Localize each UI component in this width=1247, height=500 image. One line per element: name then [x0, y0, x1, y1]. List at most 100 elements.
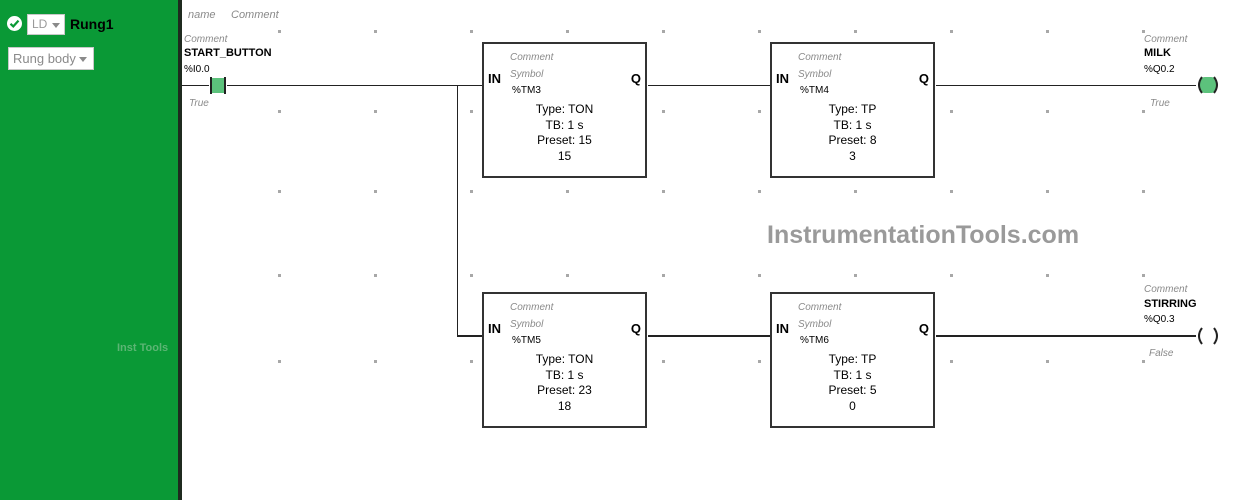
wire-tm6-to-stirring [936, 335, 1196, 337]
block-comment: Comment [798, 52, 842, 63]
rung-title[interactable]: Rung1 [70, 16, 114, 32]
normally-open-contact[interactable] [209, 77, 227, 94]
grid-dot [374, 190, 377, 193]
block-timebase: TB: 1 s [833, 367, 872, 382]
block-timebase: TB: 1 s [833, 117, 872, 132]
grid-dot [374, 360, 377, 363]
block-timebase: TB: 1 s [545, 367, 584, 382]
grid-dot [758, 190, 761, 193]
grid-dot [278, 190, 281, 193]
grid-dot [470, 110, 473, 113]
side-watermark: Inst Tools [117, 342, 169, 354]
coil-milk-address: %Q0.2 [1144, 64, 1175, 75]
grid-dot [662, 190, 665, 193]
block-current-value: 3 [849, 148, 856, 163]
grid-dot [1142, 190, 1145, 193]
block-symbol: Symbol [510, 319, 544, 330]
grid-dot [566, 30, 569, 33]
block-address: %TM6 [800, 335, 829, 346]
block-timebase: TB: 1 s [545, 117, 584, 132]
wire-branch-to-tm5 [457, 335, 483, 337]
left-power-rail [178, 0, 182, 500]
rung-sidebar: LD Rung1 Rung body Inst Tools [0, 0, 178, 500]
block-comment: Comment [510, 302, 554, 313]
grid-dot [470, 274, 473, 277]
output-coil-milk[interactable] [1194, 75, 1222, 95]
language-value: LD [32, 17, 48, 31]
block-symbol: Symbol [798, 319, 832, 330]
check-circle-icon [7, 16, 22, 31]
block-params: Type: TON TB: 1 s Preset: 23 18 [484, 352, 645, 414]
block-type: Type: TON [535, 102, 594, 116]
grid-dot [758, 30, 761, 33]
timer-block-tm3[interactable]: Comment IN Symbol Q %TM3 Type: TON TB: 1… [482, 42, 647, 178]
watermark: InstrumentationTools.com [767, 221, 1080, 249]
block-output-pin: Q [630, 71, 641, 86]
block-input-pin: IN [488, 321, 501, 336]
block-current-value: 18 [557, 398, 572, 413]
block-output-pin: Q [918, 321, 929, 336]
timer-block-tm5[interactable]: Comment IN Symbol Q %TM5 Type: TON TB: 1… [482, 292, 647, 428]
block-params: Type: TP TB: 1 s Preset: 5 0 [772, 352, 933, 414]
block-address: %TM5 [512, 335, 541, 346]
block-current-value: 15 [557, 148, 572, 163]
grid-dot [950, 30, 953, 33]
coil-stirring-state: False [1149, 348, 1174, 359]
grid-dot [662, 110, 665, 113]
coil-milk-comment: Comment [1144, 34, 1188, 45]
contact-symbol: START_BUTTON [184, 47, 272, 59]
grid-dot [566, 274, 569, 277]
column-header-comment: Comment [231, 9, 279, 21]
grid-dot [854, 30, 857, 33]
coil-stirring-address: %Q0.3 [1144, 314, 1175, 325]
coil-stirring-symbol: STIRRING [1144, 298, 1197, 310]
block-comment: Comment [510, 52, 554, 63]
block-input-pin: IN [776, 71, 789, 86]
block-input-pin: IN [776, 321, 789, 336]
grid-dot [566, 190, 569, 193]
rung-body-dropdown[interactable]: Rung body [8, 47, 94, 70]
block-type: Type: TP [828, 352, 877, 366]
block-address: %TM4 [800, 85, 829, 96]
wire-tm5-to-tm6 [648, 335, 771, 337]
column-header-name: name [188, 9, 216, 21]
wire-branch-vertical [457, 85, 458, 336]
grid-dot [758, 360, 761, 363]
block-preset: Preset: 5 [828, 383, 877, 397]
wire-tm4-to-milk [936, 85, 1196, 86]
block-preset: Preset: 23 [537, 383, 592, 397]
grid-dot [1142, 110, 1145, 113]
block-current-value: 0 [849, 398, 856, 413]
block-output-pin: Q [918, 71, 929, 86]
block-preset: Preset: 8 [828, 133, 877, 147]
block-params: Type: TP TB: 1 s Preset: 8 3 [772, 102, 933, 164]
grid-dot [1142, 360, 1145, 363]
output-coil-stirring[interactable] [1194, 326, 1222, 346]
grid-dot [470, 360, 473, 363]
grid-dot [758, 274, 761, 277]
block-type: Type: TP [828, 102, 877, 116]
grid-dot [950, 110, 953, 113]
block-preset: Preset: 15 [537, 133, 592, 147]
grid-dot [1046, 360, 1049, 363]
grid-dot [662, 274, 665, 277]
language-dropdown[interactable]: LD [27, 14, 65, 35]
grid-dot [374, 274, 377, 277]
grid-dot [854, 274, 857, 277]
contact-state: True [189, 98, 209, 109]
block-params: Type: TON TB: 1 s Preset: 15 15 [484, 102, 645, 164]
chevron-down-icon [79, 57, 87, 62]
grid-dot [278, 30, 281, 33]
block-symbol: Symbol [510, 69, 544, 80]
timer-block-tm4[interactable]: Comment IN Symbol Q %TM4 Type: TP TB: 1 … [770, 42, 935, 178]
grid-dot [374, 30, 377, 33]
wire-contact-to-tm3 [227, 85, 483, 86]
timer-block-tm6[interactable]: Comment IN Symbol Q %TM6 Type: TP TB: 1 … [770, 292, 935, 428]
grid-dot [278, 274, 281, 277]
grid-dot [950, 274, 953, 277]
wire-tm3-to-tm4 [648, 85, 771, 86]
block-address: %TM3 [512, 85, 541, 96]
grid-dot [278, 110, 281, 113]
rung-body-value: Rung body [13, 51, 76, 66]
contact-address: %I0.0 [184, 64, 210, 75]
